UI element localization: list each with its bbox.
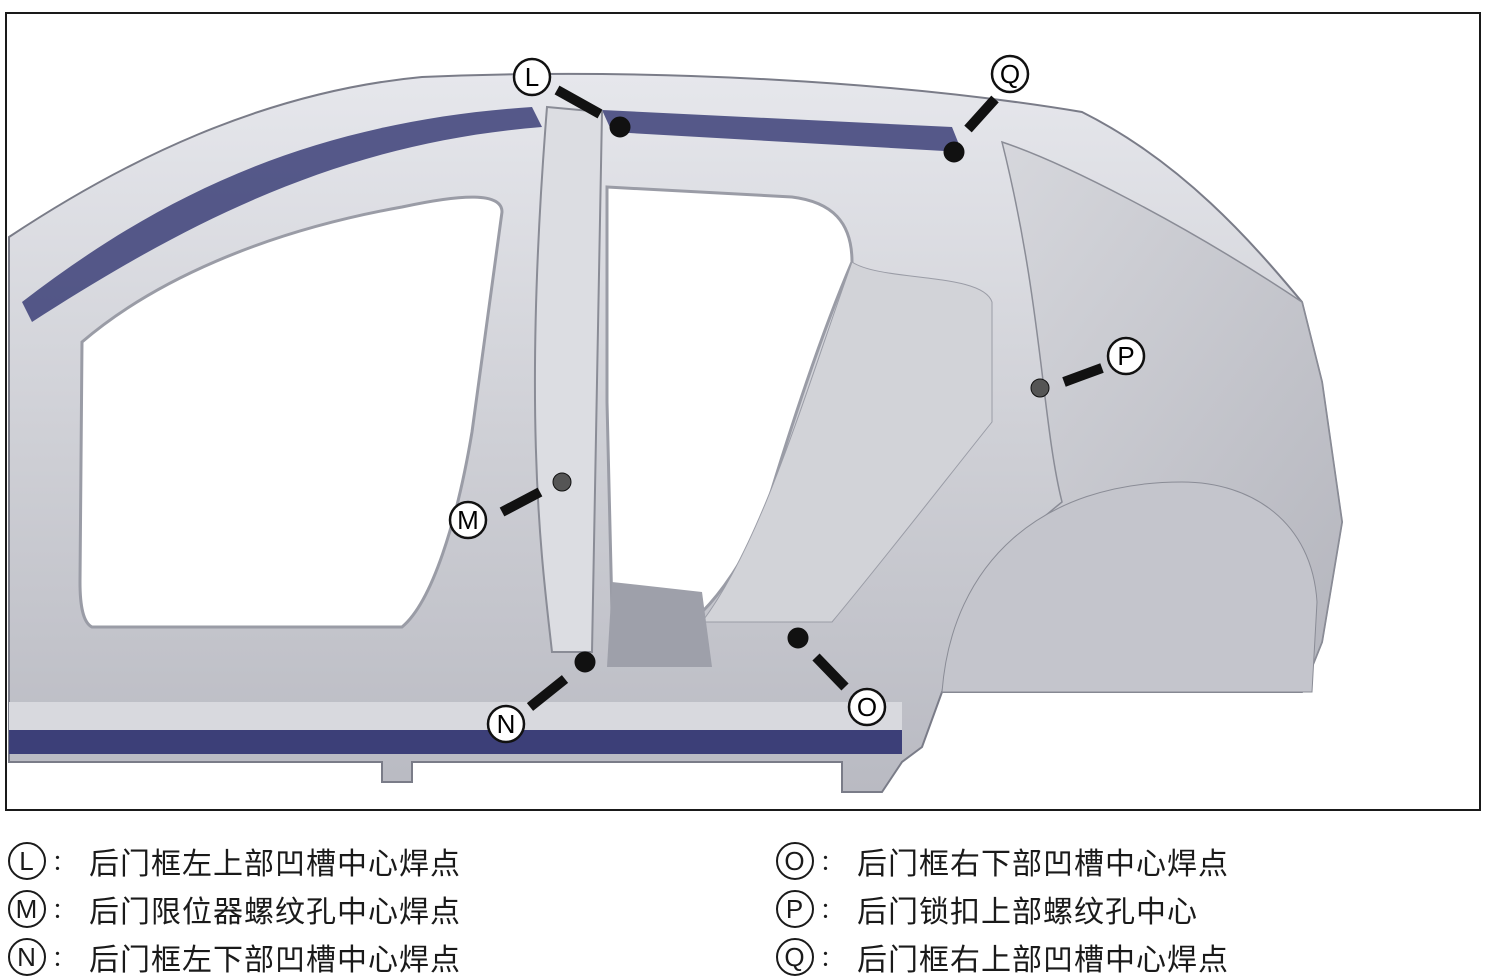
svg-text:N: N [497,709,516,739]
callout-markers [499,85,1104,711]
svg-text:M: M [457,505,479,535]
legend-label: 后门限位器螺纹孔中心焊点 [89,895,462,930]
marker-O [787,627,849,691]
callout-badge: M [8,890,46,928]
callout-badge: L [8,842,46,880]
badge-M: M [448,500,488,540]
badge-L: L [512,57,552,97]
separator: ： [52,851,76,876]
rocker-sill [9,730,902,754]
separator: ： [820,899,844,924]
separator: ： [820,947,844,972]
separator: ： [820,851,844,876]
svg-text:L: L [525,62,539,92]
front-door-opening [78,195,504,629]
legend-item-N: N： 后门框左下部凹槽中心焊点 [8,935,461,979]
roof-rail-inner-rear [602,110,962,152]
legend-label: 后门锁扣上部螺纹孔中心 [857,895,1199,930]
b-pillar [533,105,604,653]
badge-Q: Q [990,54,1030,94]
svg-text:Q: Q [1000,59,1020,89]
rear-door-opening [605,185,854,614]
legend-label: 后门框左上部凹槽中心焊点 [89,847,462,882]
legend-label: 后门框左下部凹槽中心焊点 [89,943,462,978]
inner-panel [701,261,993,623]
roof-rail-inner [22,107,542,322]
legend-label: 后门框右下部凹槽中心焊点 [857,847,1230,882]
callout-badges: L Q P M N O [448,54,1146,744]
legend-label: 后门框右上部凹槽中心焊点 [857,943,1230,978]
legend-item-O: O： 后门框右下部凹槽中心焊点 [776,839,1229,883]
legend-item-M: M： 后门限位器螺纹孔中心焊点 [8,887,461,931]
marker-M [499,472,572,517]
callout-badge: N [8,938,46,976]
separator: ： [52,899,76,924]
separator: ： [52,947,76,972]
badge-P: P [1106,336,1146,376]
callout-badge: Q [776,938,814,976]
callout-badge: P [776,890,814,928]
marker-P [1030,363,1104,398]
svg-text:P: P [1117,341,1134,371]
legend-item-P: P： 后门锁扣上部螺纹孔中心 [776,887,1198,931]
marker-L [554,85,631,138]
marker-N [526,651,596,711]
rocker-sill-highlight [9,702,902,730]
car-body-side-diagram: L Q P M N O [5,12,1481,811]
callout-badge: O [776,842,814,880]
badge-O: O [847,687,887,727]
badge-N: N [486,704,526,744]
marker-Q [943,95,999,163]
legend-item-Q: Q： 后门框右上部凹槽中心焊点 [776,935,1229,979]
legend-item-L: L： 后门框左上部凹槽中心焊点 [8,839,461,883]
wheel-arch [941,481,1318,693]
body-side-illustration: L Q P M N O [8,54,1344,793]
svg-text:O: O [857,692,877,722]
inner-bracket [607,582,712,667]
